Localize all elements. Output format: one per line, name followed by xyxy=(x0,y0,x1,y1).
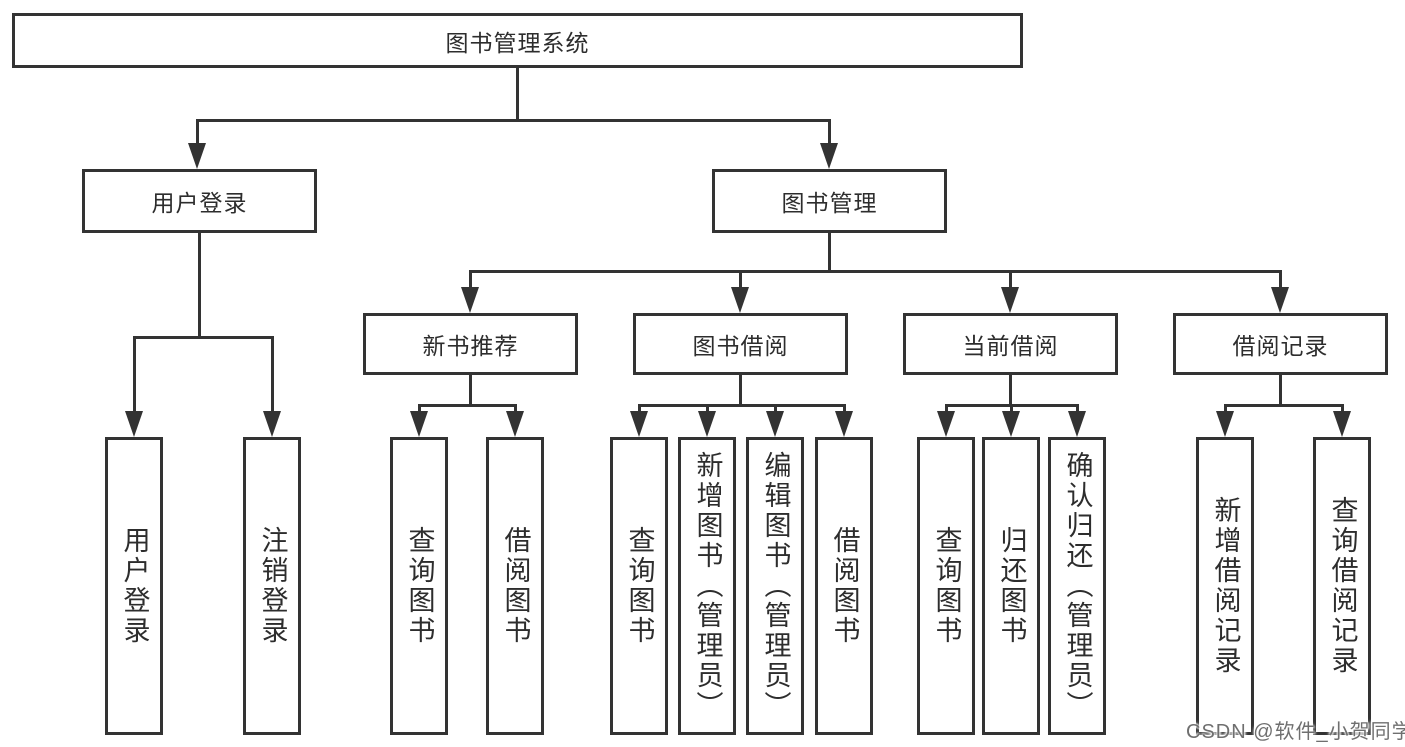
connector-vline xyxy=(1224,404,1227,416)
leaf-query-books-borrowing: 查询图书 xyxy=(610,437,668,735)
connector-vline xyxy=(706,404,709,416)
connector-hline xyxy=(418,404,517,407)
leaf-label: 查询借阅记录 xyxy=(1327,496,1358,676)
connector-vline xyxy=(271,336,274,416)
arrowhead-down xyxy=(820,143,838,169)
leaf-label: 查询图书 xyxy=(404,526,435,646)
arrowhead-down xyxy=(766,411,784,437)
leaf-label: 用户登录 xyxy=(119,526,150,646)
connector-vline xyxy=(469,373,472,406)
leaf-add-books-admin: 新增图书（管理员） xyxy=(678,437,736,735)
leaf-label: 新增图书（管理员） xyxy=(692,451,723,721)
connector-vline xyxy=(1009,270,1012,292)
connector-vline xyxy=(418,404,421,416)
node-user-login: 用户登录 xyxy=(82,169,317,233)
leaf-label: 查询图书 xyxy=(931,526,962,646)
leaf-borrow-books-recommend: 借阅图书 xyxy=(486,437,544,735)
leaf-label: 借阅图书 xyxy=(829,526,860,646)
leaf-logout: 注销登录 xyxy=(243,437,301,735)
connector-vline xyxy=(1010,404,1013,416)
node-book-borrowing: 图书借阅 xyxy=(633,313,848,375)
connector-vline xyxy=(514,404,517,416)
node-current-borrowing: 当前借阅 xyxy=(903,313,1118,375)
connector-vline xyxy=(1279,270,1282,292)
leaf-label: 查询图书 xyxy=(624,526,655,646)
connector-vline xyxy=(1341,404,1344,416)
arrowhead-down xyxy=(263,411,281,437)
leaf-user-login: 用户登录 xyxy=(105,437,163,735)
connector-vline xyxy=(1009,373,1012,406)
leaf-label: 归还图书 xyxy=(996,526,1027,646)
arrowhead-down xyxy=(1216,411,1234,437)
node-book-management: 图书管理 xyxy=(712,169,947,233)
arrowhead-down xyxy=(698,411,716,437)
leaf-label: 借阅图书 xyxy=(500,526,531,646)
leaf-confirm-return-admin: 确认归还（管理员） xyxy=(1048,437,1106,735)
connector-vline xyxy=(828,119,831,149)
arrowhead-down xyxy=(461,287,479,313)
leaf-borrow-books-borrowing: 借阅图书 xyxy=(815,437,873,735)
connector-vline xyxy=(774,404,777,416)
arrowhead-down xyxy=(1271,287,1289,313)
node-label: 图书管理系统 xyxy=(445,29,590,56)
leaf-label: 注销登录 xyxy=(257,526,288,646)
node-new-book-recommendation: 新书推荐 xyxy=(363,313,578,375)
connector-hline xyxy=(638,404,846,407)
connector-vline xyxy=(843,404,846,416)
arrowhead-down xyxy=(188,143,206,169)
node-label: 借阅记录 xyxy=(1232,333,1329,359)
leaf-add-borrow-record: 新增借阅记录 xyxy=(1196,437,1254,735)
watermark: CSDN @软件_小贺同学 xyxy=(1186,721,1405,743)
arrowhead-down xyxy=(630,411,648,437)
connector-vline xyxy=(469,270,472,292)
connector-hline xyxy=(196,119,831,122)
connector-vline xyxy=(516,67,519,122)
leaf-edit-books-admin: 编辑图书（管理员） xyxy=(746,437,804,735)
connector-vline xyxy=(945,404,948,416)
connector-vline xyxy=(739,373,742,406)
leaf-query-borrow-record: 查询借阅记录 xyxy=(1313,437,1371,735)
leaf-return-books: 归还图书 xyxy=(982,437,1040,735)
arrowhead-down xyxy=(1333,411,1351,437)
node-library-management-system: 图书管理系统 xyxy=(12,13,1023,68)
node-label: 新书推荐 xyxy=(422,333,519,359)
connector-vline xyxy=(198,231,201,338)
node-label: 用户登录 xyxy=(151,190,248,216)
leaf-query-books-recommend: 查询图书 xyxy=(390,437,448,735)
connector-vline xyxy=(739,270,742,292)
arrowhead-down xyxy=(835,411,853,437)
connector-vline xyxy=(638,404,641,416)
connector-hline xyxy=(133,336,274,339)
node-label: 图书借阅 xyxy=(692,333,789,359)
arrowhead-down xyxy=(1002,411,1020,437)
node-label: 图书管理 xyxy=(781,190,878,216)
connector-vline xyxy=(1279,373,1282,406)
connector-hline xyxy=(1224,404,1344,407)
arrowhead-down xyxy=(125,411,143,437)
node-borrowing-records: 借阅记录 xyxy=(1173,313,1388,375)
arrowhead-down xyxy=(506,411,524,437)
leaf-query-books-current: 查询图书 xyxy=(917,437,975,735)
connector-hline xyxy=(469,270,1282,273)
connector-vline xyxy=(196,119,199,149)
connector-vline xyxy=(828,231,831,273)
leaf-label: 编辑图书（管理员） xyxy=(760,451,791,721)
connector-vline xyxy=(133,336,136,416)
connector-vline xyxy=(1076,404,1079,416)
arrowhead-down xyxy=(937,411,955,437)
leaf-label: 确认归还（管理员） xyxy=(1062,451,1093,721)
arrowhead-down xyxy=(1001,287,1019,313)
arrowhead-down xyxy=(731,287,749,313)
arrowhead-down xyxy=(410,411,428,437)
arrowhead-down xyxy=(1068,411,1086,437)
node-label: 当前借阅 xyxy=(962,333,1059,359)
leaf-label: 新增借阅记录 xyxy=(1210,496,1241,676)
